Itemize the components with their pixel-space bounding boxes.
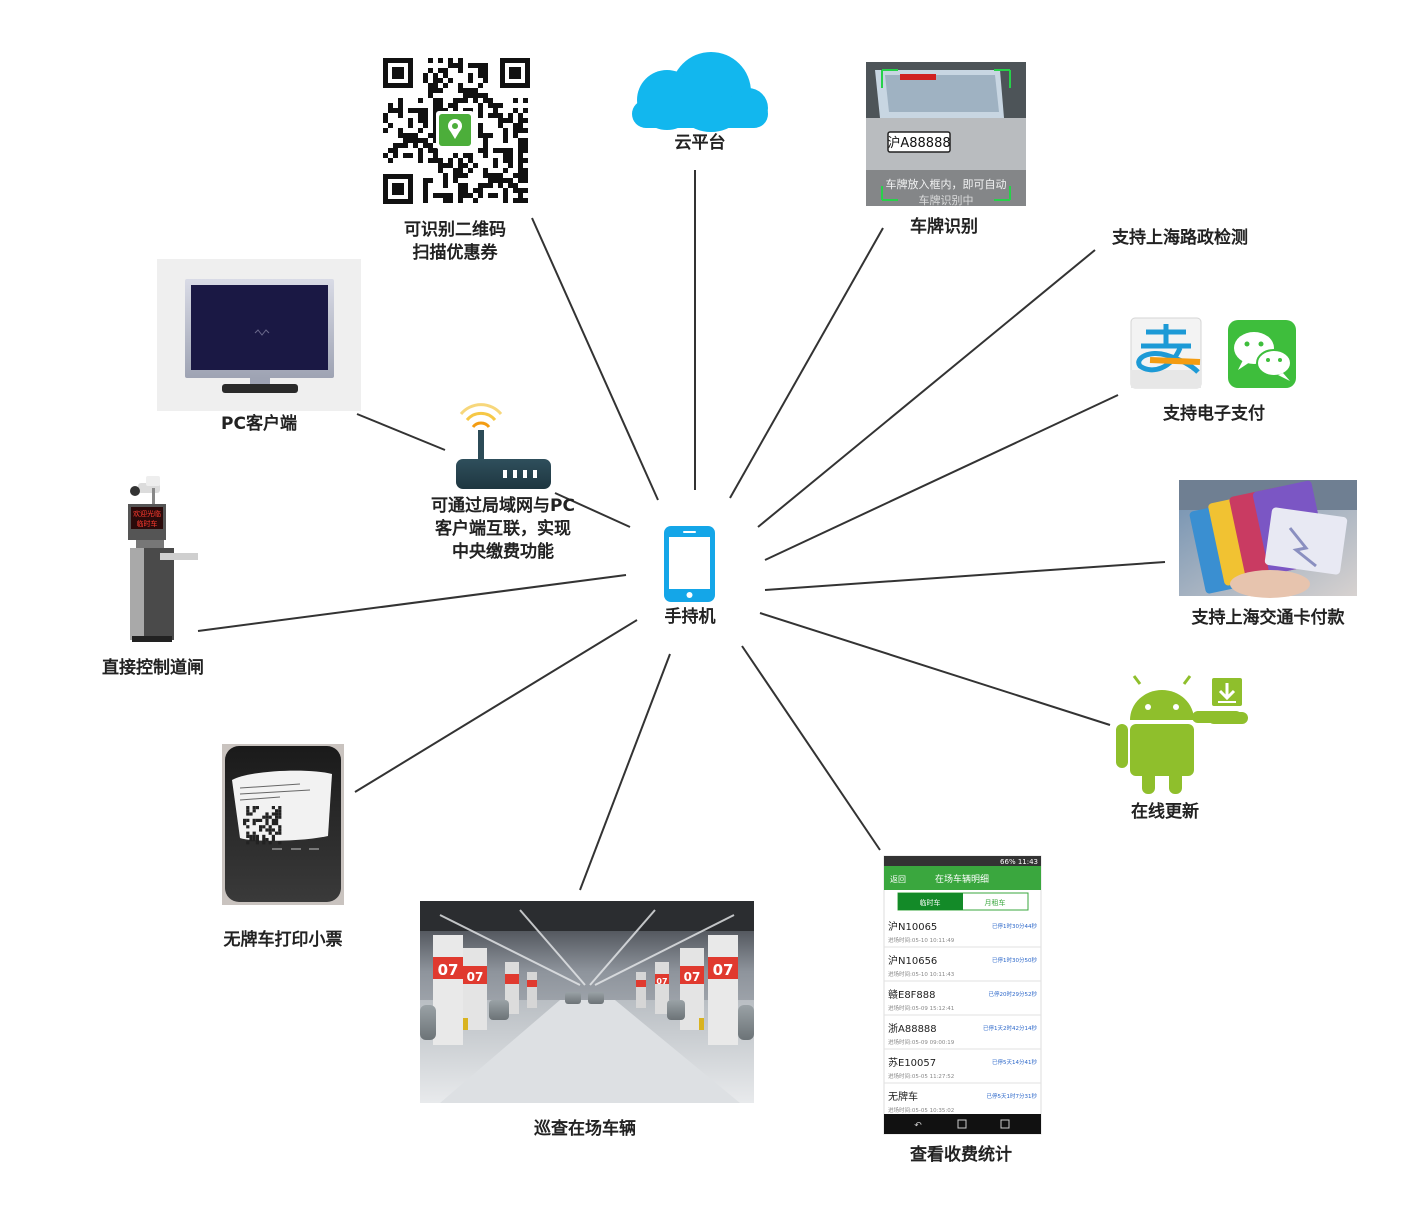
phone-row-duration: 已停5天1时7分31秒 [987, 1092, 1038, 1100]
line-epay [764, 394, 1119, 561]
pc-label: PC客户端 [221, 414, 297, 434]
router-label: 可通过局域网与PC 客户端互联，实现 中央缴费功能 [413, 495, 593, 564]
phone-row-duration: 已停20时29分52秒 [989, 990, 1038, 998]
phone-row-duration: 已停1时30分44秒 [992, 922, 1037, 930]
receipt-printer-photo [222, 744, 344, 905]
phone-row-time: 进场时间:05-05 11:27:52 [888, 1072, 954, 1080]
android-label: 在线更新 [1131, 802, 1199, 822]
transit-label: 支持上海交通卡付款 [1191, 608, 1345, 628]
phone-row-plate: 无牌车 [888, 1090, 918, 1103]
android-update-icon [1116, 675, 1248, 794]
pillar-number-2: 07 [467, 970, 484, 984]
fee-stats-screenshot: 66% 11:43 返回 在场车辆明细 临时车 月租车 沪N10065 进场时间:… [883, 855, 1042, 1135]
phone-row-duration: 已停5天14分41秒 [992, 1058, 1037, 1066]
phone-row-time: 进场时间:05-05 10:35:02 [888, 1106, 954, 1114]
phone-row: 赣E8F888 进场时间:05-09 15:12:41 已停20时29分52秒 [884, 988, 1041, 1016]
printer-label: 无牌车打印小票 [223, 930, 343, 950]
line-transit [764, 561, 1166, 591]
stats-label: 查看收费统计 [910, 1145, 1012, 1165]
wechat-icon [1228, 320, 1296, 388]
phone-row-plate: 沪N10065 [888, 920, 937, 933]
line-pc [356, 413, 446, 451]
qr-code-image [376, 52, 538, 210]
phone-row-duration: 已停1时30分50秒 [992, 956, 1037, 964]
phone-row-time: 进场时间:05-10 10:11:43 [888, 970, 955, 978]
router-label-line1: 可通过局域网与PC [431, 496, 575, 516]
router-label-line2: 客户端互联，实现 [435, 519, 571, 539]
plate-number-text: 沪A88888 [887, 135, 950, 151]
center-label: 手持机 [664, 607, 716, 627]
barrier-label: 直接控制道闸 [102, 658, 204, 678]
phone-row: 沪N10065 进场时间:05-10 10:11:49 已停1时30分44秒 [884, 920, 1041, 948]
qr-label-line1: 可识别二维码 [404, 220, 506, 240]
line-road [757, 249, 1096, 528]
phone-row-plate: 沪N10656 [888, 954, 937, 967]
connector-lines [197, 170, 1166, 891]
plate-recognition-photo: 沪A88888 车牌放入框内，即可自动 车牌识别中 [866, 62, 1026, 207]
phone-back-text: 返回 [890, 875, 906, 884]
phone-title-text: 在场车辆明细 [935, 873, 989, 885]
phone-status-text: 66% 11:43 [1000, 858, 1038, 866]
phone-tab-temp: 临时车 [920, 898, 941, 907]
barrier-display-line2: 临时车 [137, 519, 158, 528]
phone-row-plate: 赣E8F888 [888, 988, 936, 1001]
handheld-icon [664, 526, 715, 602]
cloud-icon [632, 52, 768, 132]
router-label-line3: 中央缴费功能 [452, 542, 554, 562]
road-label: 支持上海路政检测 [1112, 228, 1248, 248]
qr-label: 可识别二维码 扫描优惠券 [380, 219, 530, 265]
phone-row: 浙A88888 进场时间:05-09 09:00:19 已停1天2时42分14秒 [884, 1023, 1041, 1050]
qr-label-line2: 扫描优惠券 [412, 243, 498, 263]
pillar-number-4: 07 [684, 970, 701, 984]
garage-photo: 07 07 07 07 07 [420, 901, 754, 1103]
barrier-gate-image: 欢迎光临 临时车 [128, 476, 198, 642]
phone-row: 沪N10656 进场时间:05-10 10:11:43 已停1时30分50秒 [884, 954, 1041, 982]
line-qr [531, 217, 659, 501]
pillar-number-3: 07 [713, 961, 734, 979]
phone-row-duration: 已停1天2时42分14秒 [983, 1024, 1037, 1032]
phone-tab-monthly: 月租车 [985, 898, 1006, 907]
nav-back-icon: ↶ [914, 1121, 922, 1131]
nav-recent-icon [1000, 1119, 1010, 1129]
line-android [759, 612, 1111, 726]
line-router [554, 492, 631, 528]
plate-hint2-text: 车牌识别中 [919, 193, 974, 207]
line-plate [729, 227, 884, 499]
phone-row-time: 进场时间:05-09 09:00:19 [888, 1038, 955, 1046]
transit-card-photo [1179, 480, 1357, 598]
pc-monitor-image [157, 259, 361, 411]
phone-row-time: 进场时间:05-10 10:11:49 [888, 936, 955, 944]
phone-row-time: 进场时间:05-09 15:12:41 [888, 1004, 954, 1012]
phone-row: 苏E10057 进场时间:05-05 11:27:52 已停5天14分41秒 [884, 1056, 1041, 1084]
pillar-number-5: 07 [656, 977, 667, 986]
pillar-number-1: 07 [438, 961, 459, 979]
patrol-label: 巡查在场车辆 [534, 1119, 636, 1139]
alipay-icon [1130, 317, 1202, 389]
phone-row-plate: 浙A88888 [888, 1023, 937, 1035]
line-stats [741, 645, 881, 851]
line-barrier [197, 574, 627, 632]
line-patrol [579, 653, 671, 891]
line-printer [354, 619, 638, 793]
nav-home-icon [957, 1119, 967, 1129]
phone-row-plate: 苏E10057 [888, 1056, 936, 1069]
plate-hint-text: 车牌放入框内，即可自动 [886, 177, 1007, 191]
cloud-label: 云平台 [674, 133, 726, 153]
router-icon [456, 403, 551, 489]
plate-label: 车牌识别 [910, 217, 978, 237]
barrier-display-line1: 欢迎光临 [133, 509, 161, 518]
epay-label: 支持电子支付 [1163, 404, 1265, 424]
